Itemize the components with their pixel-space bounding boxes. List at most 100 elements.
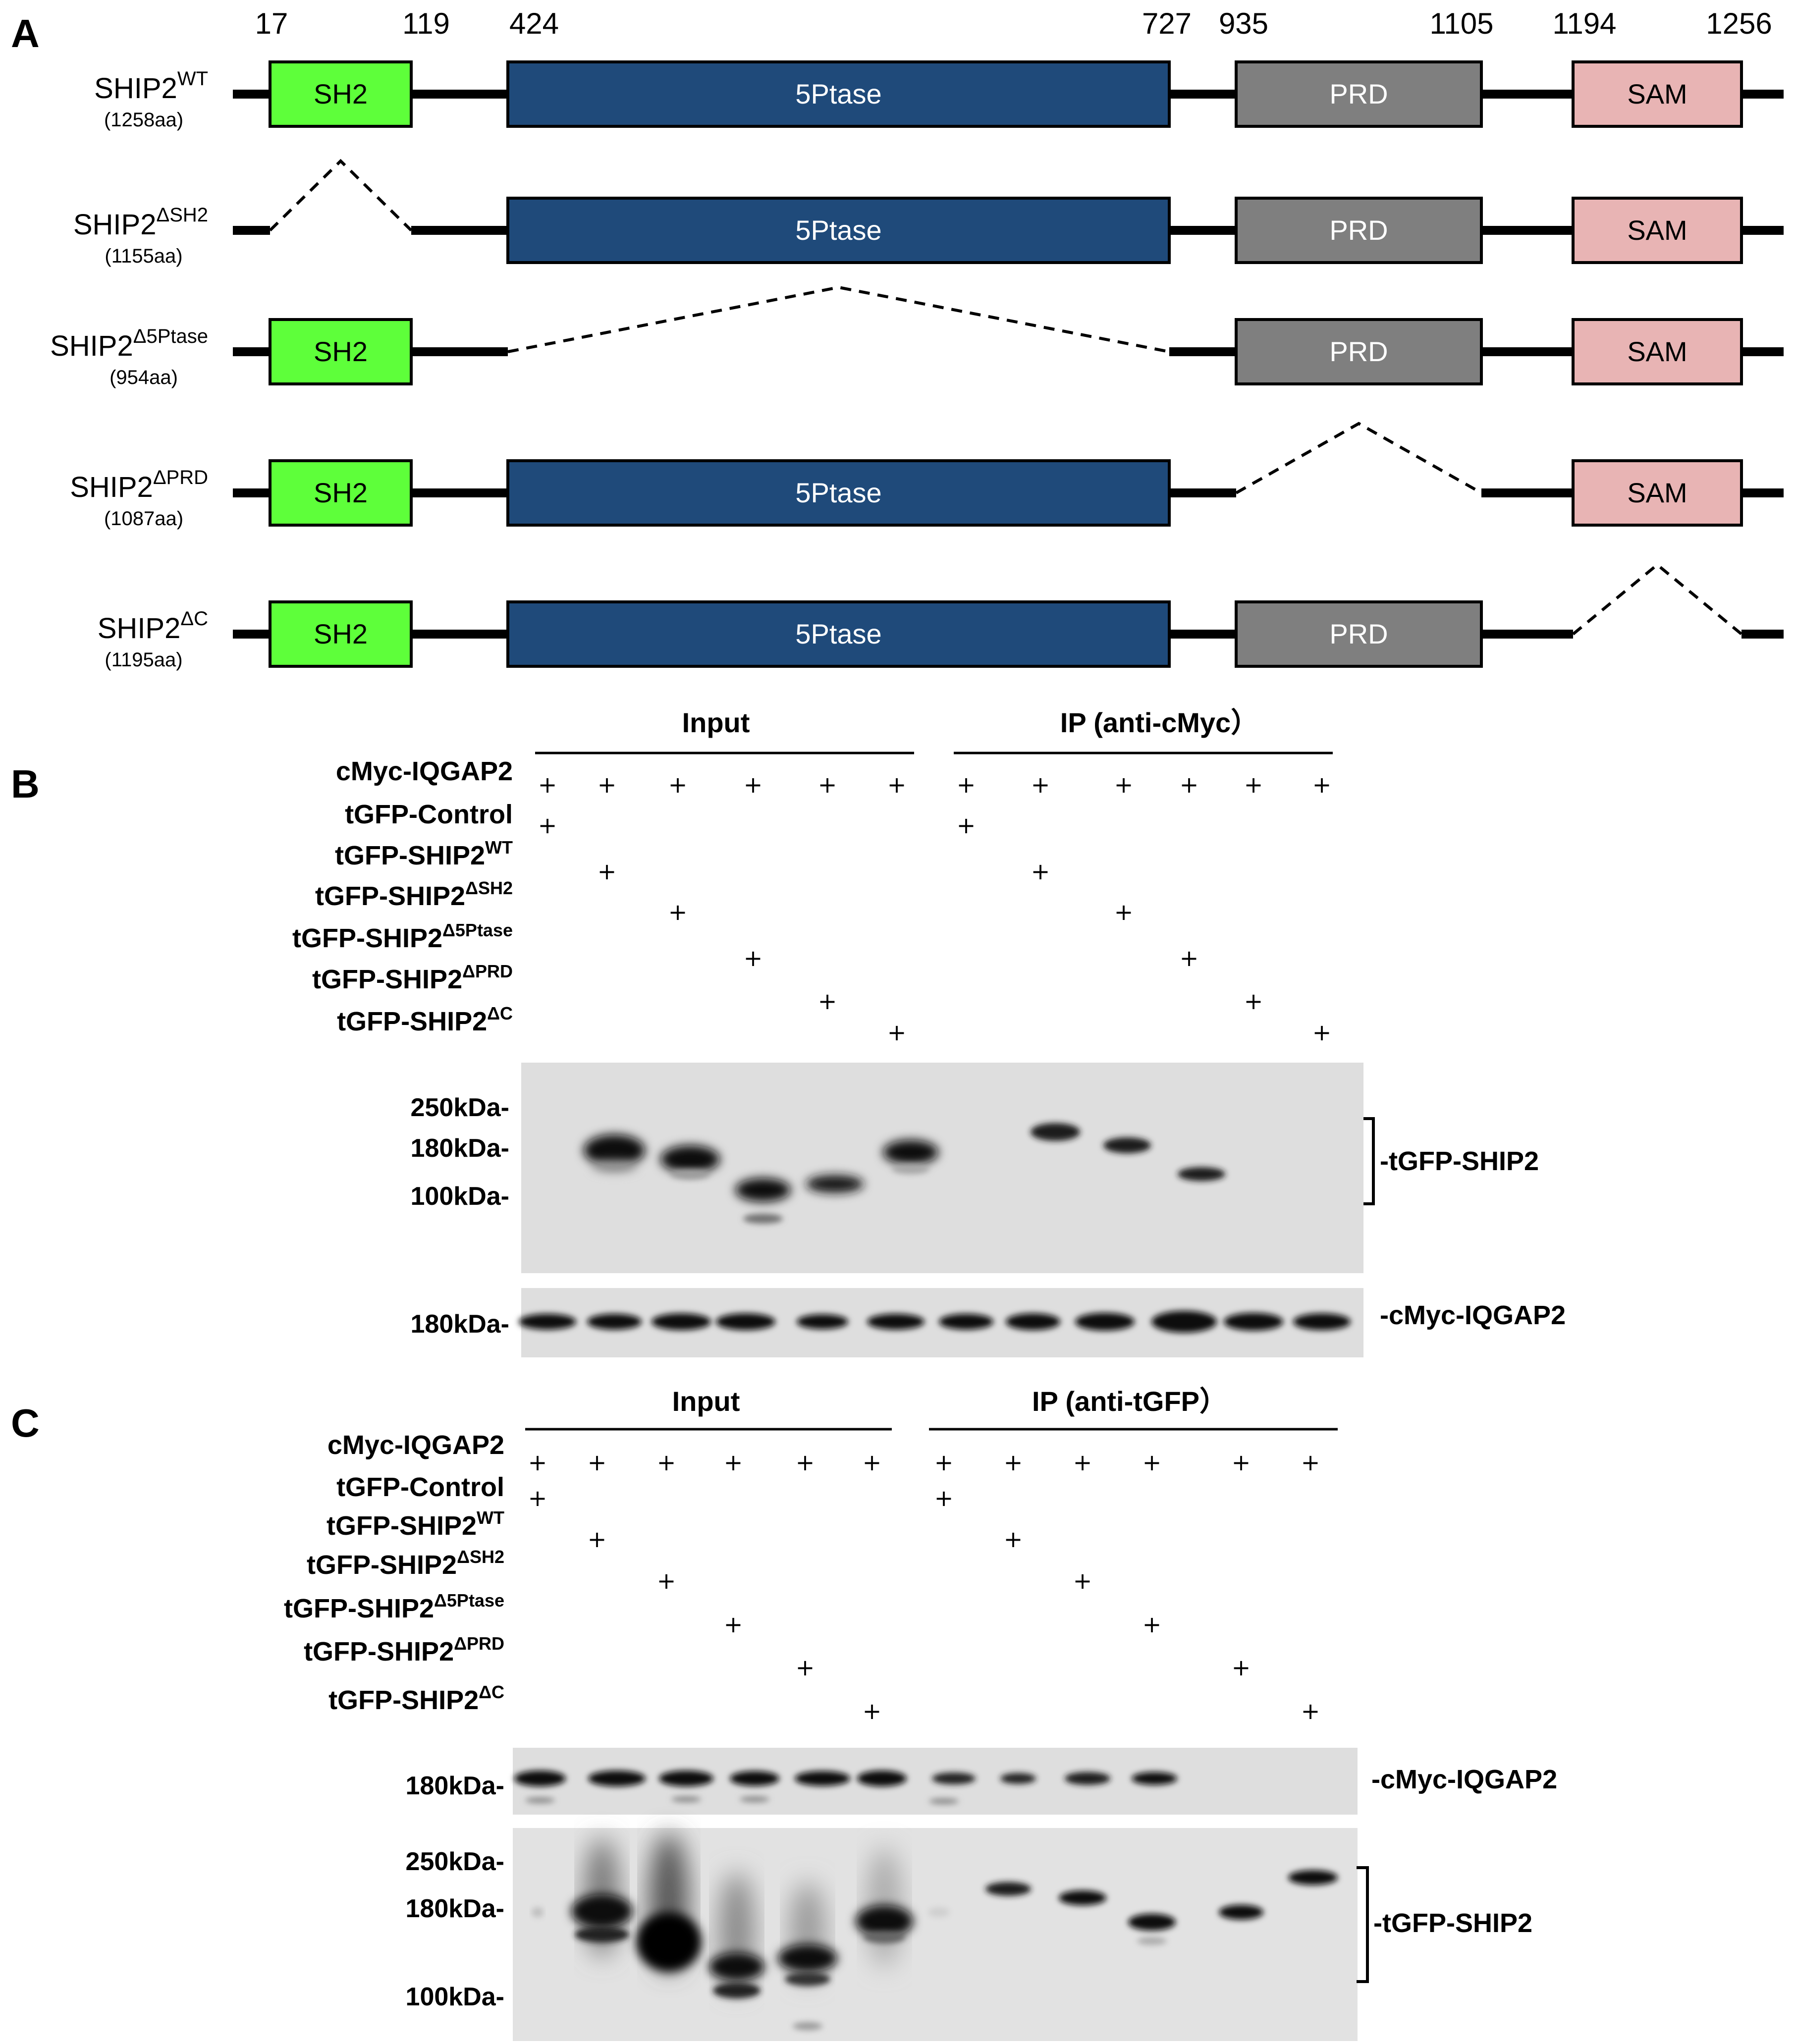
construct-length: (954aa) xyxy=(109,367,178,388)
plus-mark: + xyxy=(724,1611,743,1638)
construct-length: (1258aa) xyxy=(104,109,183,131)
domain-box xyxy=(506,197,1171,264)
plus-mark: + xyxy=(818,988,837,1015)
condition-label: tGFP-SHIP2ΔPRD xyxy=(312,961,513,994)
position-label: 119 xyxy=(402,7,450,40)
plus-mark: + xyxy=(1180,771,1199,798)
domain-box xyxy=(269,459,413,527)
plus-mark: + xyxy=(538,812,557,839)
plus-mark: + xyxy=(598,771,617,798)
blot-cmyc-iqgap2-bands xyxy=(519,1311,1351,1333)
band xyxy=(1224,1313,1283,1331)
band xyxy=(1132,1772,1177,1785)
plus-mark: + xyxy=(724,1449,743,1476)
domain-ptase: 5Ptase xyxy=(506,197,1171,264)
plus-mark: + xyxy=(1114,771,1134,798)
residue-positions: 17 119 424 727 935 1105 1194 1256 xyxy=(255,7,1772,40)
construct-name: SHIP2ΔSH2 xyxy=(73,204,208,241)
position-label: 424 xyxy=(509,7,559,40)
band xyxy=(1103,1137,1151,1153)
condition-label: tGFP-Control xyxy=(336,1472,504,1502)
position-label: 1105 xyxy=(1429,7,1493,40)
plus-mark: + xyxy=(1114,899,1134,925)
band xyxy=(584,1134,645,1166)
band xyxy=(867,1314,925,1330)
band xyxy=(652,1313,711,1330)
plus-mark: + xyxy=(863,1449,882,1476)
domain-sam: SAM xyxy=(1572,318,1743,385)
blot-cmyc-iqgap2-bands xyxy=(514,1771,1177,1804)
band xyxy=(1006,1313,1060,1330)
panel-c-label: C xyxy=(11,1401,40,1445)
plus-mark: + xyxy=(528,1485,547,1511)
band xyxy=(1128,1914,1176,1931)
plus-mark: + xyxy=(668,899,688,925)
band xyxy=(928,1907,950,1917)
domain-prd: PRD xyxy=(1235,197,1483,264)
band xyxy=(1178,1167,1225,1181)
plus-mark: + xyxy=(1004,1449,1023,1476)
condition-label: cMyc-IQGAP2 xyxy=(336,756,513,786)
deletion-marker xyxy=(1572,563,1742,636)
band xyxy=(713,1983,761,1998)
band xyxy=(670,1169,710,1179)
mw-marker: 250kDa- xyxy=(406,1847,504,1876)
band xyxy=(636,1912,702,1972)
deletion-marker xyxy=(1235,422,1482,494)
plus-mark: + xyxy=(538,771,557,798)
plus-mark: + xyxy=(1232,1654,1251,1681)
domain-sam: SAM xyxy=(1572,197,1743,264)
plus-mark: + xyxy=(796,1449,815,1476)
domain-ptase: 5Ptase xyxy=(506,459,1171,527)
plus-mark: + xyxy=(934,1485,954,1511)
mw-marker: 250kDa- xyxy=(411,1093,509,1122)
band xyxy=(660,1145,720,1173)
domain-prd: PRD xyxy=(1235,318,1483,385)
domain-box xyxy=(1235,600,1483,668)
domain-box xyxy=(1572,318,1743,385)
domain-prd: PRD xyxy=(1235,60,1483,128)
domain-label: 5Ptase xyxy=(795,215,881,246)
band xyxy=(795,1771,850,1786)
band xyxy=(864,1931,905,1943)
band xyxy=(797,1314,848,1329)
plus-mark: + xyxy=(1301,1698,1320,1724)
domain-box xyxy=(506,459,1171,527)
plus-mark: + xyxy=(1232,1449,1251,1476)
position-label: 935 xyxy=(1219,7,1268,40)
position-label: 1194 xyxy=(1552,7,1616,40)
position-label: 727 xyxy=(1142,7,1192,40)
mw-marker: 180kDa- xyxy=(406,1772,504,1800)
mw-marker: 180kDa- xyxy=(406,1894,504,1923)
construct-length: (1155aa) xyxy=(105,245,182,267)
band xyxy=(785,1972,830,1986)
plus-mark: + xyxy=(588,1526,607,1553)
band xyxy=(730,1771,779,1786)
domain-box xyxy=(506,600,1171,668)
group-label-ip: IP (anti-tGFP） xyxy=(1032,1386,1227,1417)
band xyxy=(806,1175,864,1193)
group-label-input: Input xyxy=(682,707,750,738)
plus-mark: + xyxy=(1301,1449,1320,1476)
band xyxy=(519,1314,576,1330)
domain-label: PRD xyxy=(1329,618,1388,649)
band xyxy=(588,1771,646,1786)
domain-box xyxy=(1235,60,1483,128)
plus-mark: + xyxy=(588,1449,607,1476)
condition-label: tGFP-SHIP2Δ5Ptase xyxy=(292,920,513,953)
plus-mark: + xyxy=(934,1449,954,1476)
plus-mark: + xyxy=(1312,1019,1332,1046)
domain-label: 5Ptase xyxy=(795,477,881,508)
condition-label: tGFP-Control xyxy=(345,800,513,829)
plus-mark: + xyxy=(1004,1526,1023,1553)
band xyxy=(1059,1890,1106,1905)
domain-label: SAM xyxy=(1627,477,1687,508)
group-label-ip: IP (anti-cMyc） xyxy=(1060,707,1258,738)
mw-marker: 100kDa- xyxy=(406,1983,504,2011)
plus-mark: + xyxy=(668,771,688,798)
band xyxy=(735,1178,791,1202)
